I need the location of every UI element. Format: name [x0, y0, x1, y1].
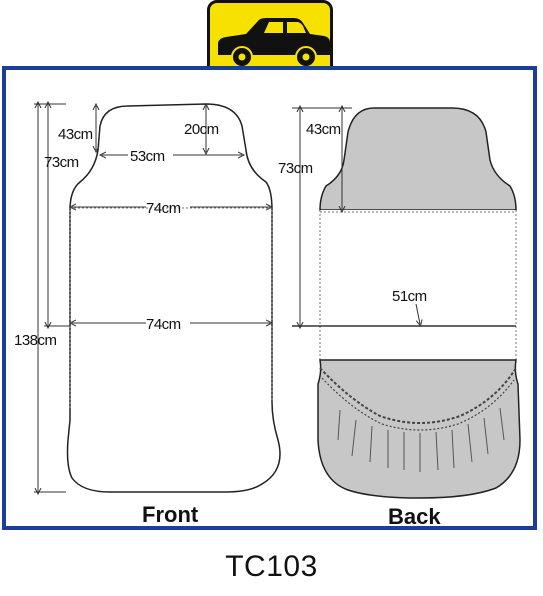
front-dim-43: 43cm	[58, 126, 93, 143]
back-caption: Back	[388, 504, 441, 529]
front-dim-138: 138cm	[14, 332, 57, 349]
back-dim-43: 43cm	[306, 121, 341, 138]
front-dim-73: 73cm	[44, 154, 79, 171]
back-middle	[320, 210, 516, 360]
front-dim-74-mid: 74cm	[146, 316, 181, 333]
back-dim-51: 51cm	[392, 288, 427, 305]
back-bottom-pouch	[317, 359, 521, 499]
model-number: TC103	[225, 550, 318, 583]
back-headrest	[319, 107, 517, 211]
front-dim-74-top: 74cm	[146, 200, 181, 217]
front-dim-53: 53cm	[130, 148, 165, 165]
front-dim-20: 20cm	[184, 121, 219, 138]
back-dim-73: 73cm	[278, 160, 313, 177]
car-icon	[218, 18, 330, 68]
car-badge	[207, 0, 333, 78]
front-caption: Front	[142, 502, 199, 527]
front-seat-outline	[66, 103, 281, 493]
